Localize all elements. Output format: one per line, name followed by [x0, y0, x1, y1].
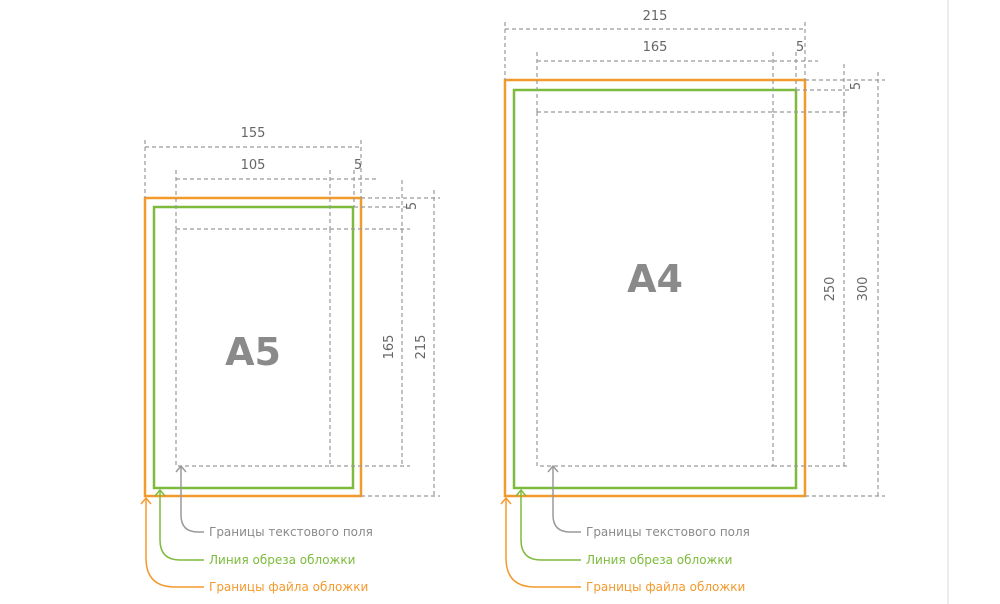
- a5-legend-text-field: Границы текстового поля: [209, 525, 373, 539]
- a4-trim-line-rect: [512, 88, 798, 490]
- a5-legend-file-bounds: Границы файла обложки: [209, 580, 368, 594]
- a4-format: A4 215 165 5 5 250 300 Границы тексто: [500, 9, 885, 594]
- a4-file-bounds-arrow-icon: [500, 496, 512, 505]
- a5-margin-v-label: 5: [405, 202, 420, 210]
- a4-file-bounds-pointer: [505, 498, 581, 588]
- a4-format-label: A4: [627, 257, 683, 301]
- a4-margin-h-label: 5: [796, 40, 804, 55]
- a5-text-field-arrow-icon: [175, 464, 187, 473]
- a5-trim-line-pointer: [159, 490, 204, 561]
- a4-text-height-label: 250: [823, 277, 838, 302]
- a5-file-bounds-arrow-icon: [140, 496, 152, 505]
- a5-outer-width-label: 155: [241, 126, 266, 141]
- a5-margin-h-label: 5: [354, 158, 362, 173]
- a5-text-field-pointer: [180, 466, 204, 533]
- a5-legend: Границы текстового поля Линия обреза обл…: [140, 464, 373, 594]
- a4-text-field-rect: [536, 111, 774, 467]
- a4-trim-line-pointer: [520, 490, 581, 561]
- a4-legend-trim-line: Линия обреза обложки: [586, 553, 732, 567]
- a5-text-field-rect: [175, 228, 331, 467]
- a5-format-label: A5: [225, 330, 281, 374]
- a4-margin-v-label: 5: [849, 82, 864, 90]
- a4-text-width-label: 165: [643, 40, 668, 55]
- a4-legend-file-bounds: Границы файла обложки: [586, 580, 745, 594]
- a5-trim-line-arrow-icon: [154, 488, 166, 497]
- a5-legend-trim-line: Линия обреза обложки: [209, 553, 355, 567]
- a5-text-width-label: 105: [241, 158, 266, 173]
- a4-trim-line-arrow-icon: [515, 488, 527, 497]
- a4-legend-text-field: Границы текстового поля: [586, 525, 750, 539]
- a5-file-bounds-pointer: [145, 498, 204, 588]
- a4-outer-height-label: 300: [856, 277, 871, 302]
- a4-text-field-pointer: [552, 466, 581, 533]
- a5-file-bounds-rect: [143, 196, 363, 498]
- a5-outer-height-label: 215: [414, 335, 429, 360]
- a5-text-height-label: 165: [382, 335, 397, 360]
- a4-outer-width-label: 215: [643, 9, 668, 24]
- a5-format: A5 155 105 5 5 165 215 Границы тексто: [140, 126, 440, 594]
- a5-trim-line-rect: [152, 205, 355, 490]
- a4-file-bounds-rect: [503, 78, 807, 498]
- a4-legend: Границы текстового поля Линия обреза обл…: [500, 464, 750, 594]
- a4-text-field-arrow-icon: [547, 464, 559, 473]
